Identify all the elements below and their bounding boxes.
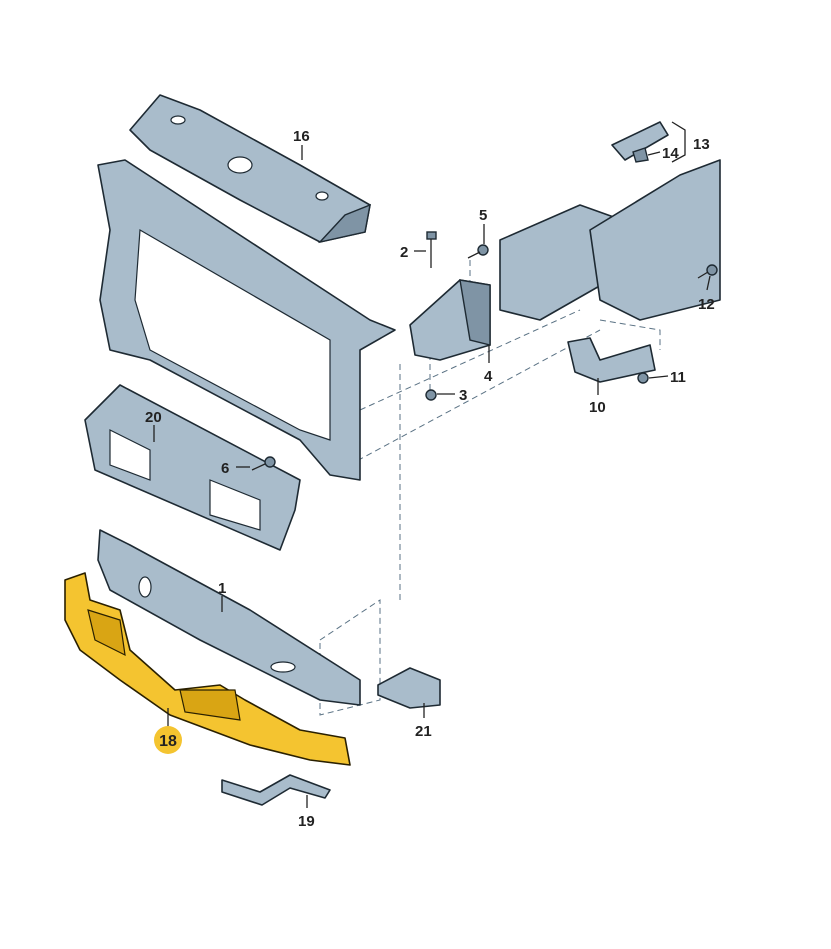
leader-lines: [153, 121, 711, 808]
label-16[interactable]: 16: [293, 128, 310, 145]
label-6[interactable]: 6: [221, 460, 229, 477]
part-19-bracket[interactable]: [221, 774, 331, 806]
nut-3-icon: [425, 389, 437, 401]
label-11[interactable]: 11: [670, 369, 686, 386]
front-carrier-frame[interactable]: [97, 159, 396, 481]
part-16-cover[interactable]: [129, 94, 371, 244]
part-18-energy-absorber[interactable]: [64, 572, 351, 766]
bolt-2-icon: [426, 231, 437, 268]
label-18[interactable]: 18: [159, 733, 177, 750]
label-3[interactable]: 3: [459, 387, 467, 404]
label-18-badge: [154, 726, 182, 754]
label-20[interactable]: 20: [145, 409, 162, 426]
part-1-bumper-beam[interactable]: [97, 529, 361, 706]
part-13-bracket[interactable]: [611, 121, 669, 163]
label-19[interactable]: 19: [298, 813, 315, 830]
label-2[interactable]: 2: [400, 244, 408, 261]
label-5[interactable]: 5: [479, 207, 487, 224]
part-4-crash-box[interactable]: [409, 279, 491, 361]
part-21-bracket[interactable]: [377, 667, 441, 709]
label-21[interactable]: 21: [415, 723, 432, 740]
screw-6-icon: [251, 456, 276, 471]
label-1[interactable]: 1: [218, 580, 226, 597]
longitudinal-member[interactable]: [499, 159, 721, 321]
screw-5-icon: [467, 244, 489, 259]
label-13[interactable]: 13: [693, 136, 710, 153]
label-4[interactable]: 4: [484, 368, 493, 385]
fasteners: [251, 231, 718, 471]
part-labels: 16 13 14 5 2 12 4 3 11 10 20 6 1 18 21 1…: [145, 128, 715, 830]
part-20-lower-carrier[interactable]: [84, 384, 301, 551]
label-10[interactable]: 10: [589, 399, 606, 416]
label-14[interactable]: 14: [662, 145, 679, 162]
nut-11-icon: [637, 372, 649, 384]
label-12[interactable]: 12: [698, 296, 715, 313]
screw-12-icon: [697, 264, 718, 279]
part-10-bracket[interactable]: [567, 337, 656, 383]
